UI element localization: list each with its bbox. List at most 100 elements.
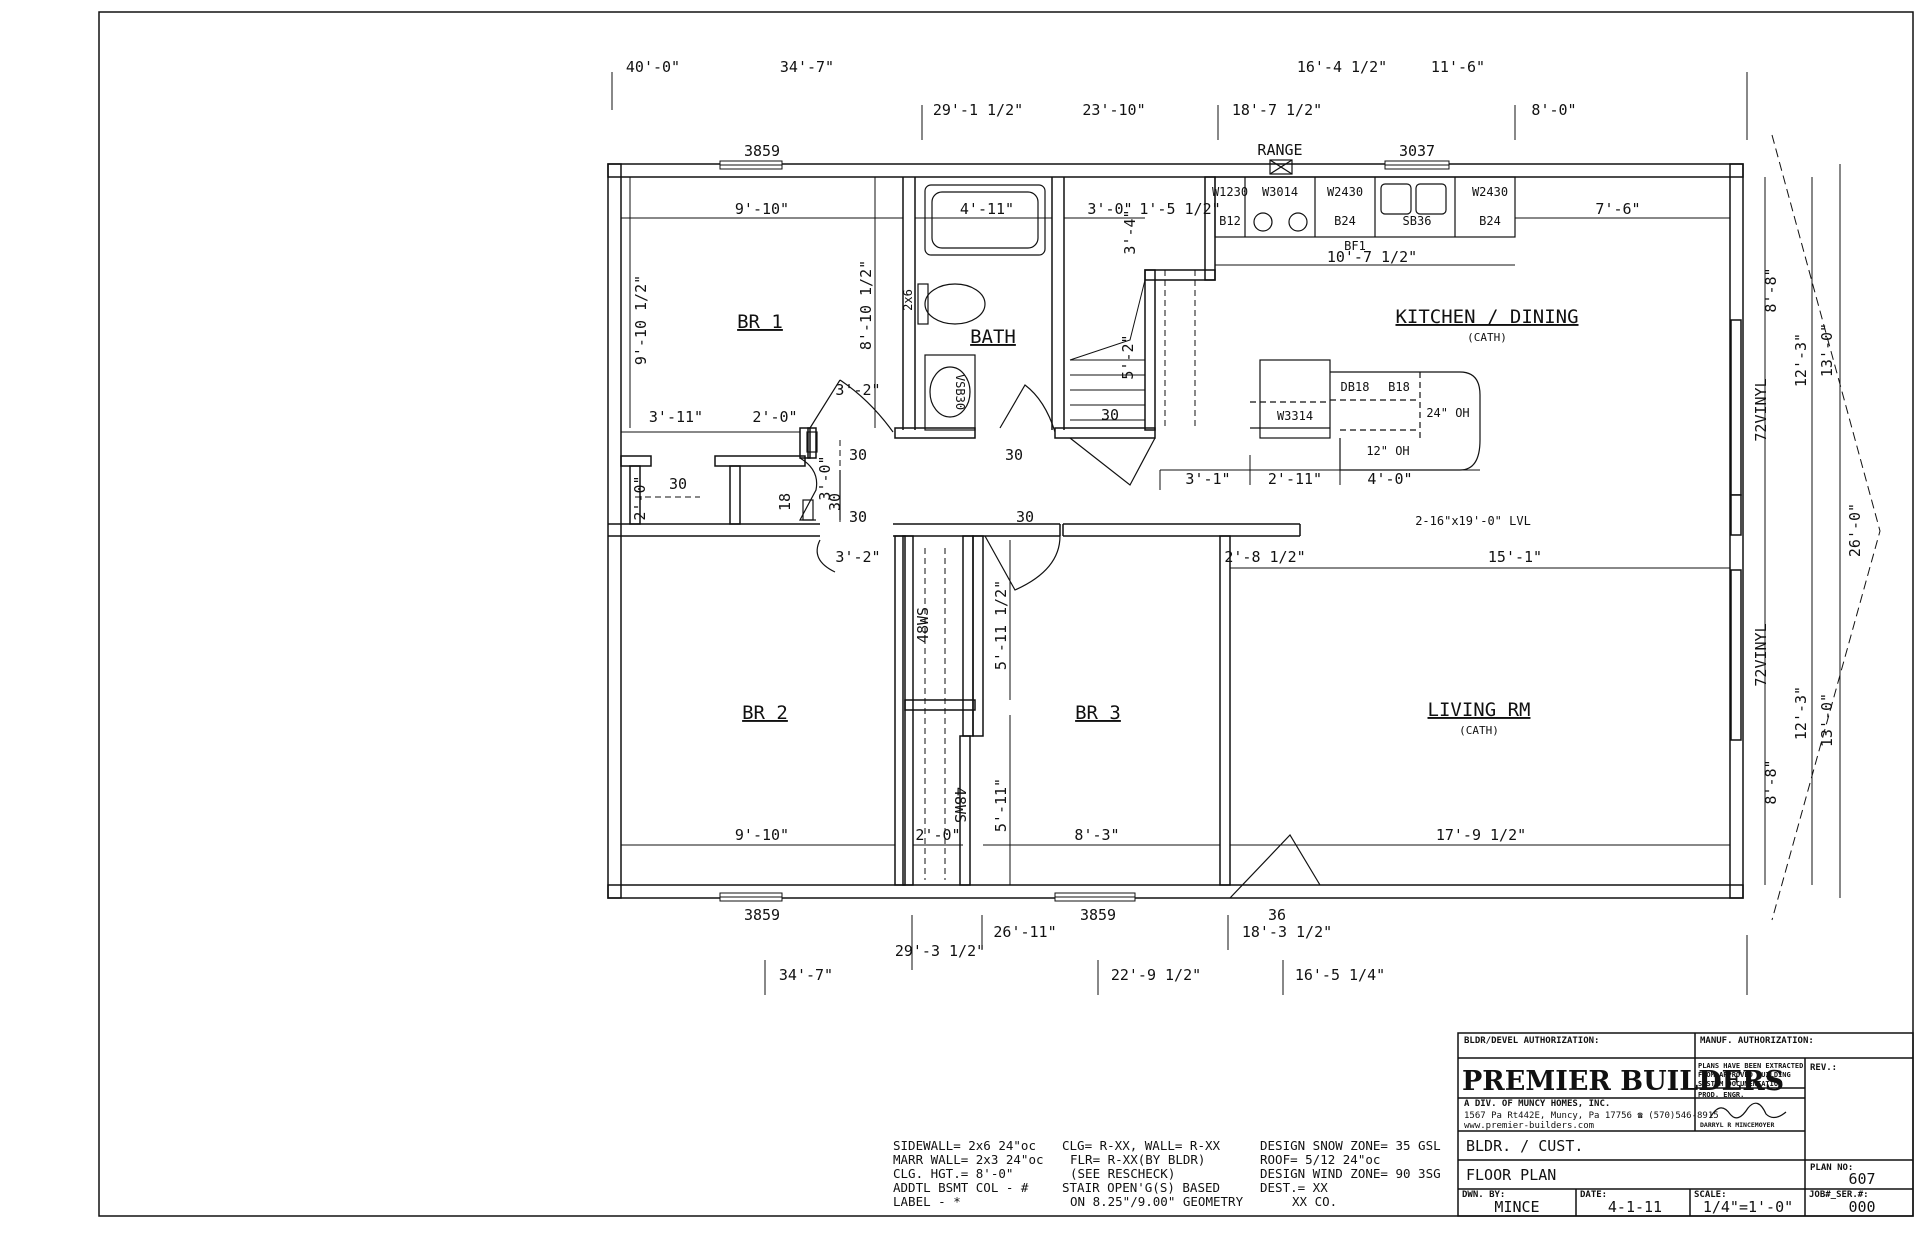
door-label-7: 30 <box>826 493 844 511</box>
dim-right-7: 8'-8" <box>1762 759 1780 804</box>
note-c3-4: DEST.= XX <box>1260 1180 1328 1195</box>
dim-kit-right: 7'-6" <box>1595 200 1640 218</box>
tb-plan-no-label: PLAN NO: <box>1810 1163 1853 1173</box>
vinyl-top: 72VINYL <box>1752 378 1770 441</box>
tb-date: 4-1-11 <box>1608 1198 1662 1216</box>
door-label-3: 30 <box>849 508 867 526</box>
dim-d1: 1'-5 1/2" <box>1139 200 1220 218</box>
vinyl-bottom: 72VINYL <box>1752 623 1770 686</box>
cab-w3314: W3314 <box>1277 409 1313 423</box>
engineer-signature <box>1709 1102 1787 1119</box>
tb-dwn-label: DWN. BY: <box>1462 1190 1505 1200</box>
dim-top-2: 34'-7" <box>780 58 834 76</box>
tb-plans-note-2: FROM APPROVED BUILDING <box>1698 1071 1791 1079</box>
cab-bf1: BF1 <box>1344 239 1366 253</box>
room-br1: BR 1 <box>737 311 783 333</box>
cab-b18: B18 <box>1388 380 1410 394</box>
dim-br1-h: 9'-10 1/2" <box>632 275 650 365</box>
dim-bottom-1: 26'-11" <box>993 923 1056 941</box>
closet-48ws-2: 48WS <box>951 787 969 823</box>
window-bottom-left: 3859 <box>744 906 780 924</box>
tb-prod-engr: PROD. ENGR. <box>1698 1091 1744 1099</box>
window-bottom-mid: 3859 <box>1080 906 1116 924</box>
dim-bottom-6: 16'-5 1/4" <box>1295 966 1385 984</box>
cab-b12: B12 <box>1219 214 1241 228</box>
note-c3-1: DESIGN SNOW ZONE= 35 GSL <box>1260 1138 1441 1153</box>
tb-plans-note-3: SYSTEM DOCUMENTATION <box>1698 1080 1782 1088</box>
note-c1-5: LABEL - * <box>893 1194 961 1209</box>
closet-48ws-1: 48WS <box>914 607 932 643</box>
dim-br1-w: 9'-10" <box>735 200 789 218</box>
dim-c1: 3'-11" <box>649 408 703 426</box>
dim-cl-w: 2'-0" <box>915 826 960 844</box>
doors <box>799 379 1321 899</box>
tb-dwn: MINCE <box>1494 1198 1539 1216</box>
dim-lr2: 15'-1" <box>1488 548 1542 566</box>
window-top-right: 3037 <box>1399 142 1435 160</box>
dim-right-4: 26'-0" <box>1846 503 1864 557</box>
dim-bath-w: 4'-11" <box>960 200 1014 218</box>
dim-c6: 3'-2" <box>835 548 880 566</box>
dim-lr-w: 17'-9 1/2" <box>1436 826 1526 844</box>
interior-dimensions: 9'-10" 4'-11" 3'-0" 1'-5 1/2" 3'-4" 7'-6… <box>631 200 1641 844</box>
dim-kit-run: 10'-7 1/2" <box>1327 248 1417 266</box>
dim-k3: 4'-0" <box>1367 470 1412 488</box>
dim-bottom-4: 34'-7" <box>779 966 833 984</box>
note-c1-3: CLG. HGT.= 8'-0" <box>893 1166 1013 1181</box>
dim-top-3: 16'-4 1/2" <box>1297 58 1387 76</box>
tb-sheet-title: FLOOR PLAN <box>1466 1166 1556 1184</box>
dim-br2-w: 9'-10" <box>735 826 789 844</box>
note-c2-5: ON 8.25"/9.00" GEOMETRY <box>1070 1194 1244 1209</box>
tb-company-logo: PREMIER BUILDERS <box>1462 1066 1784 1097</box>
dim-bottom-3: 29'-3 1/2" <box>895 942 985 960</box>
closet-shelving <box>635 270 1196 880</box>
door-label-1: 30 <box>669 475 687 493</box>
dim-br3-h1: 5'-11 1/2" <box>992 580 1010 670</box>
cab-sb36: SB36 <box>1403 214 1432 228</box>
tb-plans-note-1: PLANS HAVE BEEN EXTRACTED <box>1698 1062 1803 1070</box>
cab-db18: DB18 <box>1341 380 1370 394</box>
room-living-sub: (CATH) <box>1459 724 1499 737</box>
note-c2-2: FLR= R-XX(BY BLDR) <box>1070 1152 1205 1167</box>
door-bottom-label: 36 <box>1268 906 1286 924</box>
tb-bldr-auth: BLDR/DEVEL AUTHORIZATION: <box>1464 1036 1599 1046</box>
dim-right-5: 12'-3" <box>1792 686 1810 740</box>
tb-manuf-auth: MANUF. AUTHORIZATION: <box>1700 1036 1814 1046</box>
roof-outline <box>1771 134 1881 921</box>
overall-dimensions: 40'-0" 34'-7" 16'-4 1/2" 11'-6" 29'-1 1/… <box>626 58 1577 984</box>
door-label-4: 30 <box>1005 446 1023 464</box>
tb-date-label: DATE: <box>1580 1190 1607 1200</box>
cab-w2430a: W2430 <box>1327 185 1363 199</box>
sheet-border <box>98 11 1914 1217</box>
dim-d2: 3'-4" <box>1121 209 1139 254</box>
dimension-ticks <box>611 72 1748 995</box>
lvl-beam: 2-16"x19'-0" LVL <box>1415 514 1531 528</box>
tb-job-label: JOB#_SER.#: <box>1809 1190 1869 1200</box>
room-br2: BR 2 <box>742 702 788 724</box>
dim-top-1: 40'-0" <box>626 58 680 76</box>
tb-scale: 1/4"=1'-0" <box>1703 1198 1793 1216</box>
dim-bottom-5: 22'-9 1/2" <box>1111 966 1201 984</box>
dim-k1: 3'-1" <box>1185 470 1230 488</box>
window-top-left: 3859 <box>744 142 780 160</box>
bath-fixtures <box>917 184 1046 431</box>
dim-k2: 2'-11" <box>1268 470 1322 488</box>
room-kitchen: KITCHEN / DINING <box>1395 306 1578 328</box>
room-living: LIVING RM <box>1428 699 1531 721</box>
room-labels: BR 1 BATH KITCHEN / DINING (CATH) BR 2 B… <box>737 306 1578 737</box>
note-c1-1: SIDEWALL= 2x6 24"oc <box>893 1138 1036 1153</box>
dim-top-4: 11'-6" <box>1431 58 1485 76</box>
cab-w1230: W1230 <box>1212 185 1248 199</box>
dim-top-6: 23'-10" <box>1082 101 1145 119</box>
room-br3: BR 3 <box>1075 702 1121 724</box>
right-dimensions: 8'-8" 12'-3" 13'-0" 26'-0" 12'-3" 13'-0"… <box>1752 267 1864 804</box>
door-size-labels: 30 30 30 30 30 30 30 18 <box>669 406 1119 526</box>
title-block: BLDR/DEVEL AUTHORIZATION: MANUF. AUTHORI… <box>1457 1032 1914 1217</box>
dim-c4: 2'-0" <box>631 475 649 520</box>
note-c2-1: CLG= R-XX, WALL= R-XX <box>1062 1138 1221 1153</box>
walls <box>607 163 1744 899</box>
note-c1-4: ADDTL BSMT COL - # <box>893 1180 1029 1195</box>
note-c2-4: STAIR OPEN'G(S) BASED <box>1062 1180 1220 1195</box>
dim-c5: 3'-0" <box>816 455 834 500</box>
